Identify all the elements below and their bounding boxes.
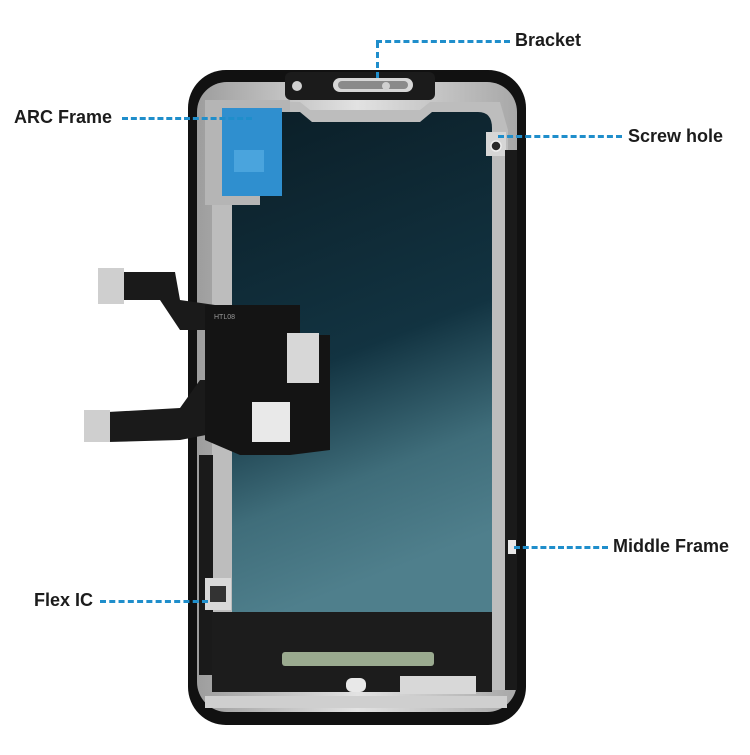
display-panel [232,112,492,612]
label-flex-ic: Flex IC [34,590,94,610]
flex-cable-print: HTL08 [214,314,235,321]
flex-connector-upper [98,268,124,304]
left-side-edge [199,455,213,675]
screw-hole [490,140,502,152]
flex-ic-die [210,586,226,602]
label-arc-frame: ARC Frame [14,107,113,127]
flex-cable-lower [108,380,232,442]
flex-connector-lower [84,410,110,442]
arc-frame-leader [122,117,252,120]
screw-hole-leader [498,135,622,138]
bottom-center-tab [346,678,366,692]
bottom-frame-edge [205,696,507,708]
middle-frame-leader [514,546,608,549]
bracket-hole-left [292,81,302,91]
bracket-hole-right [382,82,390,90]
bracket-leader-vertical [376,42,379,78]
label-screw-hole: Screw hole [628,126,724,146]
flex-cable-upper [120,272,215,330]
bottom-connector-strip [282,652,434,666]
label-bracket: Bracket [515,30,582,50]
bracket-leader [376,40,510,43]
right-side-edge [505,150,517,690]
bottom-connector-pad [400,676,476,694]
middle-frame-anchor [508,540,516,554]
flex-chip [252,402,290,442]
flex-shield [287,333,319,383]
flex-ic-leader [100,600,208,603]
arc-film-detail [234,150,264,172]
bracket-slot-inner [338,81,408,89]
label-middle-frame: Middle Frame [613,536,730,556]
